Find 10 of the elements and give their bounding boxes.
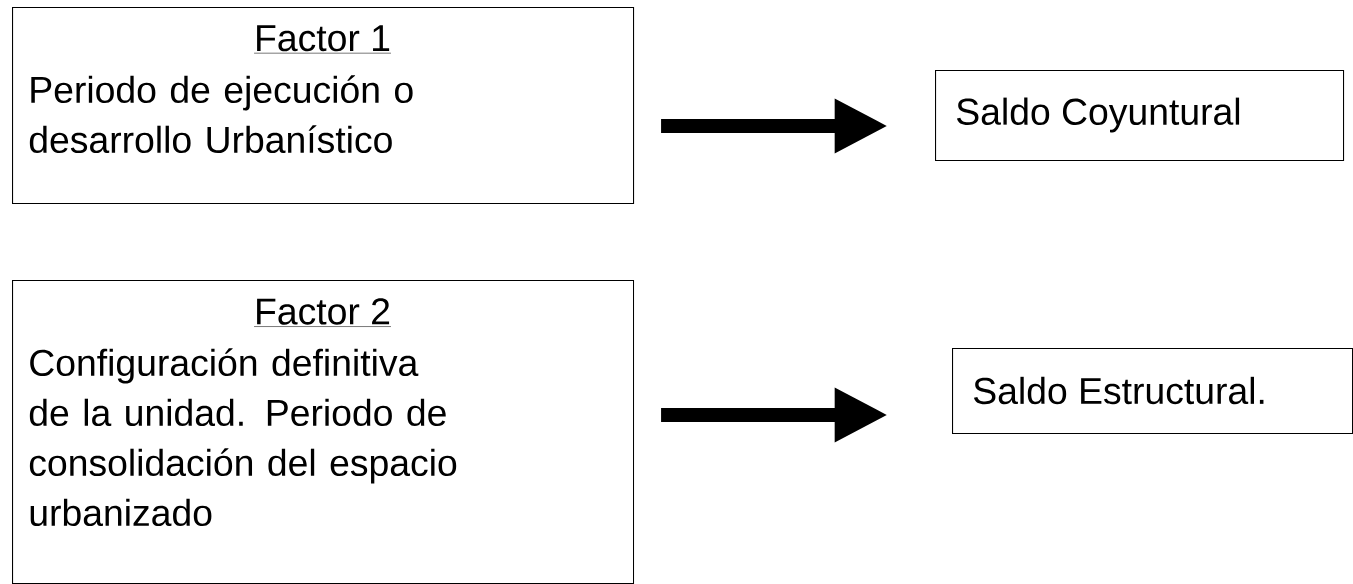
text-box xyxy=(12,280,635,584)
text-box xyxy=(952,348,1353,435)
description: Configuración definitiva de la unidad. Periodo de consolidación del espacio urbanizado xyxy=(29,348,457,527)
label: Saldo Coyuntural xyxy=(956,97,1240,133)
heading: Factor 2 xyxy=(253,298,392,327)
heading: Factor 1 xyxy=(253,25,392,54)
text-box xyxy=(12,7,635,205)
label: Saldo Estructural. xyxy=(973,376,1264,405)
text-box xyxy=(935,70,1345,162)
description: Periodo de ejecución o desarrollo Urbanístico xyxy=(29,75,413,154)
